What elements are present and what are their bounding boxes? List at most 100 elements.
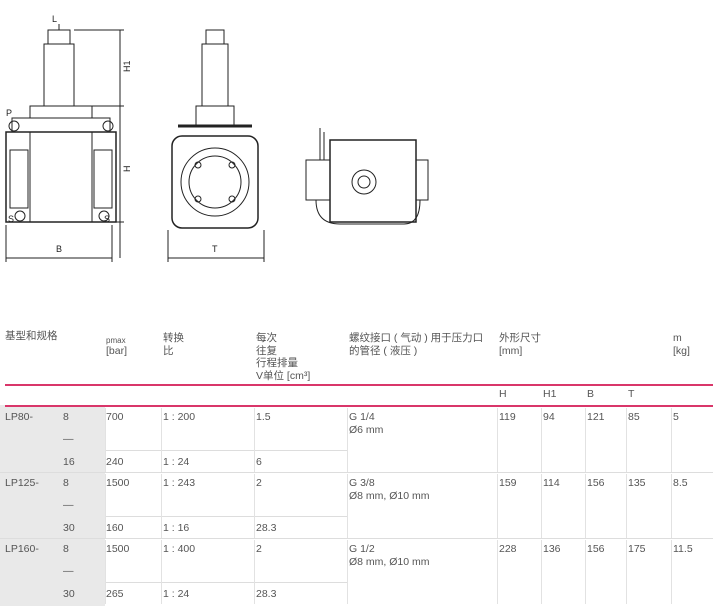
cell-s2: 30	[63, 588, 75, 600]
column-divider	[254, 474, 255, 538]
column-divider	[541, 474, 542, 538]
column-divider	[541, 408, 542, 472]
cell-tube: Ø6 mm	[349, 424, 384, 436]
column-divider	[347, 540, 348, 604]
column-divider	[254, 408, 255, 472]
header-volume-3: 行程排量	[256, 357, 298, 369]
cell-thread: G 3/8	[349, 477, 375, 489]
header-volume-4: V单位 [cm³]	[256, 370, 311, 382]
cell-v2: 28.3	[256, 588, 277, 600]
cell-p1: 1500	[106, 477, 130, 489]
column-divider	[161, 540, 162, 604]
column-divider	[347, 408, 348, 472]
cell-model: LP160-	[5, 543, 39, 555]
cell-dash: —	[63, 433, 74, 445]
column-divider	[105, 540, 106, 604]
cell-s1: 8	[63, 411, 69, 423]
cell-model: LP80-	[5, 411, 34, 423]
column-divider	[105, 408, 106, 472]
cell-H: 119	[499, 411, 516, 423]
label-L: L	[52, 14, 57, 24]
cell-H1: 136	[543, 543, 561, 555]
label-H: H	[122, 166, 132, 173]
label-B: B	[56, 244, 62, 254]
cell-T: 135	[628, 477, 646, 489]
cell-B: 156	[587, 477, 605, 489]
header-dimensions-unit: [mm]	[499, 345, 523, 357]
side-view	[167, 29, 265, 262]
cell-v2: 28.3	[256, 522, 277, 534]
cell-m: 5	[673, 411, 679, 423]
label-S-left: S	[8, 214, 14, 224]
label-H1: H1	[122, 60, 132, 72]
column-divider	[671, 540, 672, 604]
cell-dash: —	[63, 499, 74, 511]
cell-m: 8.5	[673, 477, 688, 489]
cell-p2: 265	[106, 588, 124, 600]
column-divider	[161, 474, 162, 538]
header-mass-unit: [kg]	[673, 345, 690, 357]
cell-H1: 94	[543, 411, 555, 423]
cell-v1: 2	[256, 543, 262, 555]
header-ratio: 转换	[163, 332, 184, 344]
subheader-B: B	[587, 388, 595, 400]
subheader-H: H	[499, 388, 507, 400]
column-divider	[497, 474, 498, 538]
column-divider	[105, 474, 106, 538]
column-divider	[497, 408, 498, 472]
group-divider	[0, 472, 713, 473]
cell-r2: 1 : 16	[163, 522, 190, 534]
header-pmax-unit: [bar]	[106, 345, 128, 357]
cell-p2: 240	[106, 456, 124, 468]
column-divider	[541, 540, 542, 604]
cell-T: 175	[628, 543, 646, 555]
column-divider	[585, 474, 586, 538]
subheader-T: T	[628, 388, 635, 400]
cell-p2: 160	[106, 522, 124, 534]
cell-m: 11.5	[673, 543, 693, 555]
label-S-right: S	[104, 214, 110, 224]
cell-r2: 1 : 24	[163, 588, 190, 600]
cell-v2: 6	[256, 456, 262, 468]
header-ratio-2: 比	[163, 345, 174, 357]
cell-H: 159	[499, 477, 517, 489]
header-pmax: pmax	[106, 336, 126, 345]
model-column-shading	[0, 405, 105, 606]
cell-s2: 16	[63, 456, 75, 468]
pump-technical-drawing: L H1 H P S S B T	[5, 14, 429, 262]
cell-s1: 8	[63, 543, 69, 555]
cell-r1: 1 : 400	[163, 543, 196, 555]
cell-B: 121	[587, 411, 605, 423]
column-divider	[347, 474, 348, 538]
header-volume-2: 往复	[256, 345, 277, 357]
cell-p1: 700	[106, 411, 124, 423]
cell-r2: 1 : 24	[163, 456, 190, 468]
top-view	[305, 128, 429, 225]
header-mass: m	[673, 332, 682, 344]
header-thread: 螺纹接口 ( 气动 ) 用于压力口	[349, 332, 484, 344]
column-divider	[161, 408, 162, 472]
column-divider	[671, 408, 672, 472]
column-divider	[626, 408, 627, 472]
cell-p1: 1500	[106, 543, 130, 555]
cell-v1: 2	[256, 477, 262, 489]
column-divider	[497, 540, 498, 604]
column-divider	[671, 474, 672, 538]
label-P: P	[6, 108, 12, 118]
label-T: T	[212, 244, 218, 254]
column-divider	[585, 408, 586, 472]
subheader-divider	[5, 405, 713, 407]
front-view	[5, 24, 124, 262]
cell-thread: G 1/2	[349, 543, 375, 555]
cell-v1: 1.5	[256, 411, 271, 423]
cell-T: 85	[628, 411, 640, 423]
header-volume: 每次	[256, 332, 277, 344]
cell-H1: 114	[543, 477, 560, 489]
row-divider	[105, 450, 348, 451]
cell-tube: Ø8 mm, Ø10 mm	[349, 490, 430, 502]
cell-tube: Ø8 mm, Ø10 mm	[349, 556, 430, 568]
group-divider	[0, 538, 713, 539]
cell-thread: G 1/4	[349, 411, 375, 423]
column-divider	[626, 540, 627, 604]
